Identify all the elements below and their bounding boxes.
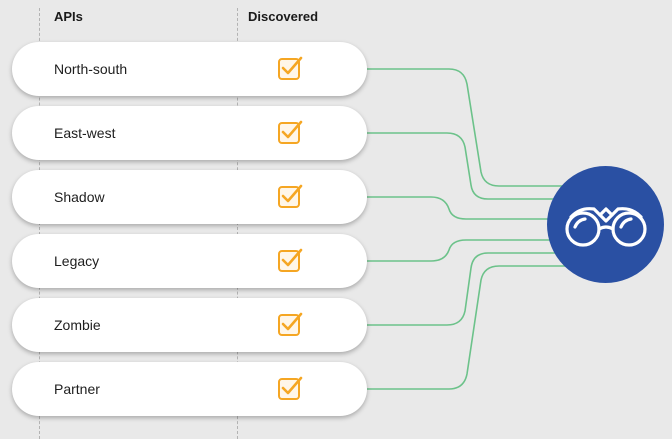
api-row-shadow: Shadow [12, 170, 367, 224]
api-row-legacy: Legacy [12, 234, 367, 288]
api-label: Shadow [54, 189, 105, 205]
checkbox-checked-icon [278, 248, 303, 272]
api-row-partner: Partner [12, 362, 367, 416]
connector-shadow [366, 196, 552, 220]
api-label: North-south [54, 61, 128, 77]
connector-legacy [366, 239, 552, 262]
discovery-hub [547, 166, 664, 283]
connector-zombie [366, 252, 557, 326]
api-label: Zombie [54, 317, 101, 333]
checkbox-checked-icon [278, 184, 303, 208]
connector-partner [366, 265, 567, 390]
checkbox-checked-icon [278, 120, 303, 144]
column-header-apis: APIs [54, 9, 83, 24]
binoculars-icon [564, 206, 647, 247]
checkbox-checked-icon [278, 312, 303, 336]
column-header-discovered: Discovered [248, 9, 319, 24]
api-row-north-south: North-south [12, 42, 367, 96]
checkbox-checked-icon [278, 376, 303, 400]
connector-east-west [366, 132, 557, 200]
api-row-east-west: East-west [12, 106, 367, 160]
connector-north-south [366, 68, 567, 187]
api-row-zombie: Zombie [12, 298, 367, 352]
checkbox-checked-icon [278, 56, 303, 80]
api-label: East-west [54, 125, 116, 141]
api-label: Legacy [54, 253, 100, 269]
api-label: Partner [54, 381, 100, 397]
